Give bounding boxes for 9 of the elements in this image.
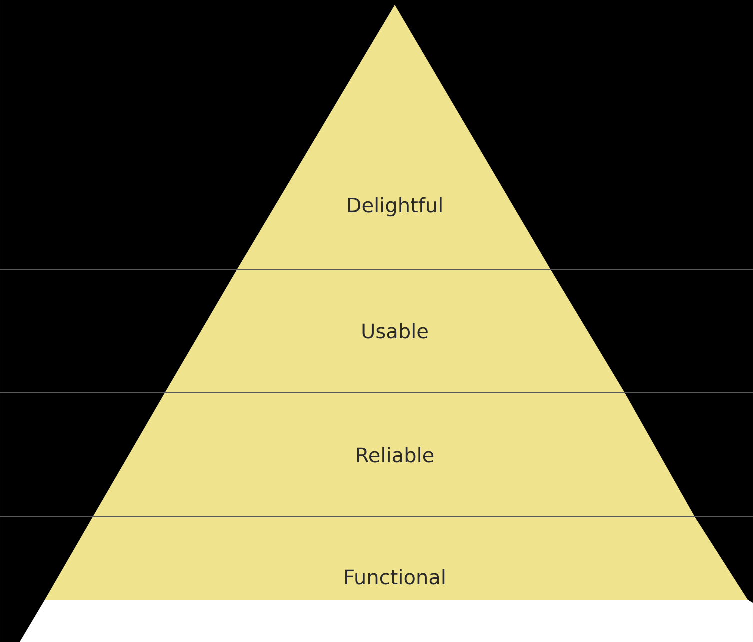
pyramid-base	[20, 600, 753, 642]
pyramid-level: Delightful	[237, 5, 551, 270]
node-label: Usable	[362, 323, 428, 339]
node-label: Delightful	[348, 197, 442, 217]
pyramid-level: Functional	[45, 517, 748, 600]
node-label: Reliable	[357, 447, 434, 463]
node-label: Functional	[346, 569, 445, 585]
pyramid-level: Usable	[165, 270, 625, 393]
pyramid-level: Reliable	[93, 393, 695, 517]
